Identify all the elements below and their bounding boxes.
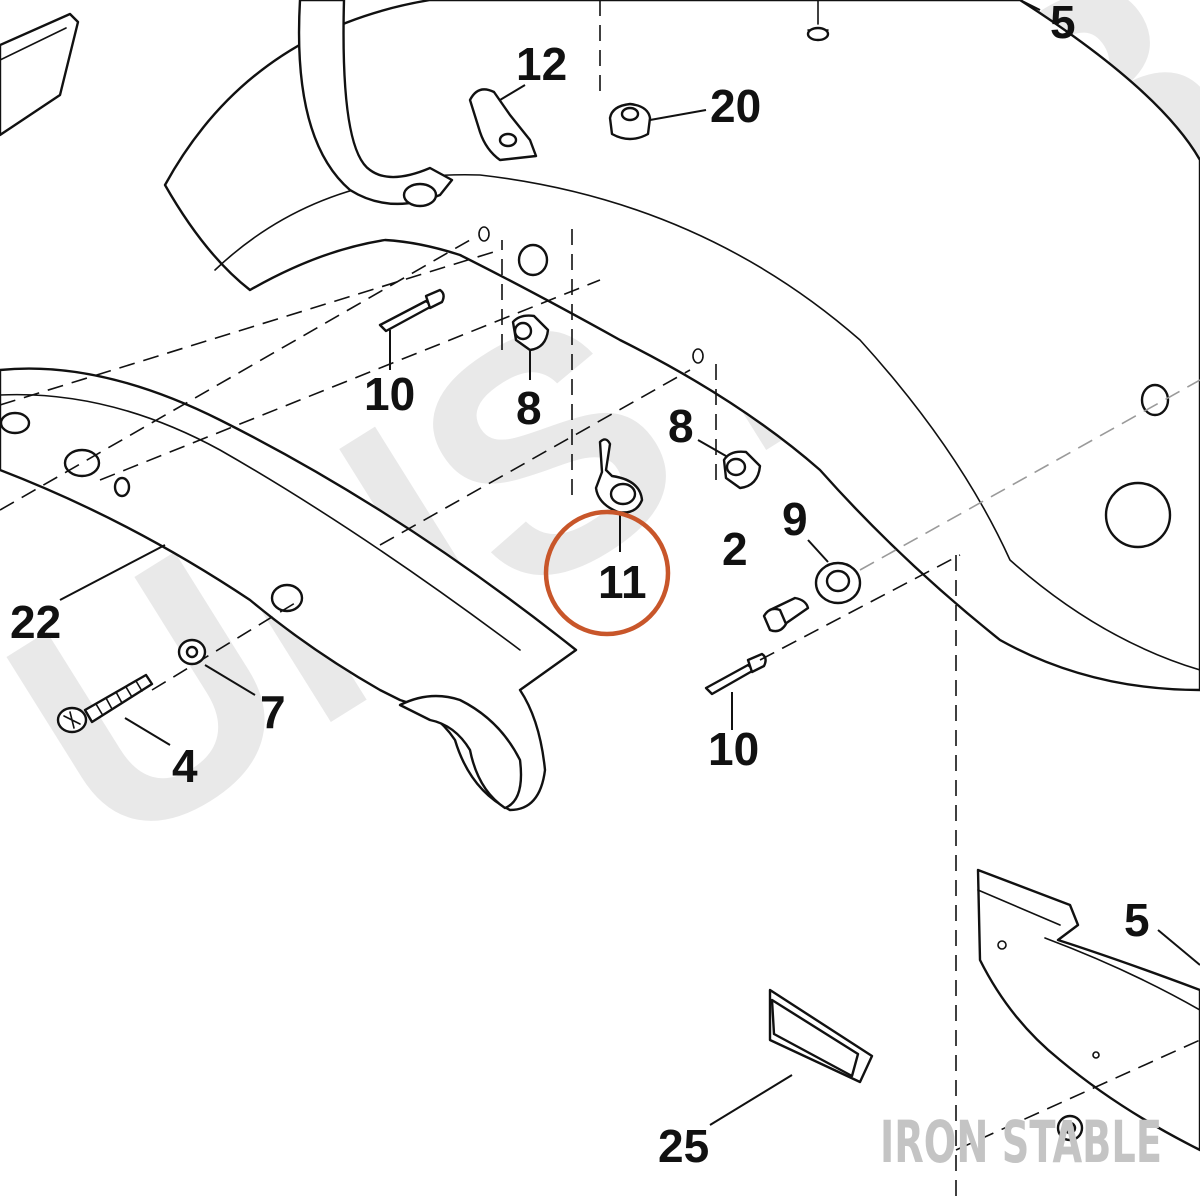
part-8-spacer-upper-hole xyxy=(513,321,533,341)
callout-11: 11 xyxy=(598,556,647,608)
assembly-line-12 xyxy=(955,1039,1200,1151)
callout-5-top: 5 xyxy=(1050,0,1076,48)
part-11-washer-hole xyxy=(609,482,637,506)
leader-5b xyxy=(1157,929,1200,966)
callout-8-upper: 8 xyxy=(516,382,542,434)
brand-watermark: IRON STABLE xyxy=(880,1108,1162,1176)
part-25-reflector-face xyxy=(770,998,860,1078)
part-10-rivet-lower-head xyxy=(746,652,767,674)
top-left-panel-edge xyxy=(0,27,67,61)
part-8-spacer-lower-hole xyxy=(725,457,747,477)
highlight-circle-11 xyxy=(543,509,671,637)
lower-bracket-hole-2 xyxy=(1092,1051,1100,1059)
leader-5a xyxy=(1019,0,1041,11)
callout-10-lower: 10 xyxy=(708,723,759,775)
belt-guard-hole-1 xyxy=(0,411,31,435)
fender-mount-hole-2 xyxy=(478,226,490,242)
callout-10-upper: 10 xyxy=(364,368,415,420)
leader-22 xyxy=(59,544,166,601)
part-10-rivet-lower xyxy=(704,663,756,696)
belt-guard-hole-2 xyxy=(63,448,101,478)
belt-guard-hole-3 xyxy=(113,476,131,498)
assembly-line-1 xyxy=(0,249,501,406)
assembly-line-9 xyxy=(151,599,301,691)
leader-8b xyxy=(697,439,727,457)
callout-9: 9 xyxy=(782,493,808,545)
fender-hole-right xyxy=(1104,481,1172,549)
leader-20 xyxy=(649,109,707,121)
callout-20: 20 xyxy=(710,80,761,132)
fender-small-hole xyxy=(1140,383,1170,417)
lower-bracket-hole xyxy=(997,940,1007,950)
fender-mount-hole-1 xyxy=(517,243,549,277)
part-20-nut xyxy=(608,102,652,141)
top-left-panel-fragment xyxy=(0,12,80,137)
leader-4 xyxy=(124,717,171,746)
part-20-nut-hole xyxy=(620,106,640,122)
leader-25 xyxy=(709,1074,793,1126)
callout-labels: 12 20 5 10 8 8 9 2 11 22 7 4 10 5 25 xyxy=(10,0,1150,1172)
assembly-line-4 xyxy=(99,279,601,481)
part-12-clip xyxy=(468,88,538,162)
callout-22: 22 xyxy=(10,596,61,648)
part-4-screw-thread xyxy=(95,680,143,715)
part-7-washer-hole xyxy=(185,645,199,659)
leader-7 xyxy=(204,664,256,696)
callout-12: 12 xyxy=(516,38,567,90)
assembly-line-3 xyxy=(379,369,691,546)
assembly-line-gray-1 xyxy=(859,379,1200,571)
belt-guard-inner-edge xyxy=(0,393,521,651)
belt-guard-cutout xyxy=(398,694,523,810)
callout-4: 4 xyxy=(172,740,198,792)
part-9-grommet-hole xyxy=(825,569,851,593)
top-bolt-head xyxy=(806,26,830,42)
leader-9 xyxy=(807,539,829,563)
part-2-bolt-head xyxy=(762,607,788,633)
callout-8-lower: 8 xyxy=(668,400,694,452)
belt-guard-hole-4 xyxy=(270,583,304,613)
callout-25: 25 xyxy=(658,1120,709,1172)
assembly-line-2 xyxy=(0,239,471,511)
callout-5-lower: 5 xyxy=(1124,894,1150,946)
leader-12 xyxy=(499,84,526,101)
bottom-right-washer-hole xyxy=(1063,1121,1077,1135)
part-12-clip-hole xyxy=(498,132,518,148)
lower-right-bracket-flange xyxy=(977,889,1200,1011)
fender-strut xyxy=(297,0,454,205)
part-10-rivet-upper-head xyxy=(424,288,445,310)
strut-bolt-hole xyxy=(402,182,438,208)
callout-7: 7 xyxy=(260,686,286,738)
assembly-line-10 xyxy=(759,554,961,661)
part-4-screw-drive xyxy=(63,711,81,729)
callout-2: 2 xyxy=(722,523,748,575)
lower-right-bracket xyxy=(976,868,1200,1152)
leader-lines xyxy=(59,0,1200,1126)
fender-mount-hole-3 xyxy=(692,348,704,364)
